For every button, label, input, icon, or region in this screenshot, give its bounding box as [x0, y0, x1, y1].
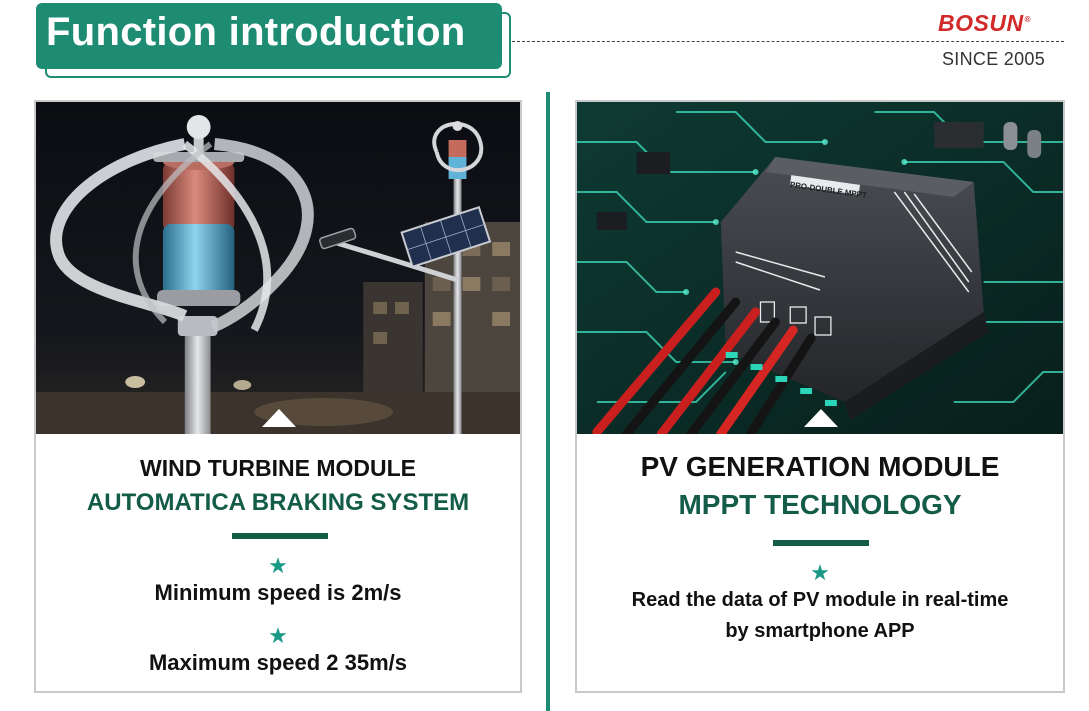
- star-icon: ★: [810, 560, 830, 585]
- star-icon: ★: [268, 623, 288, 648]
- photo-pointer-triangle: [262, 409, 296, 427]
- wind-turbine-illustration: [36, 102, 520, 434]
- pv-module-title: PV GENERATION MODULE: [640, 451, 1000, 482]
- feature-text: by smartphone APP: [725, 620, 915, 642]
- pv-card-text: PV GENERATION MODULE MPPT TECHNOLOGY ★ R…: [577, 434, 1063, 691]
- pv-module-subtitle: MPPT TECHNOLOGY: [678, 489, 962, 520]
- page-title: Function introduction: [46, 10, 466, 54]
- mppt-controller-photo: PRO-DOUBLE MPPT: [577, 102, 1063, 434]
- heading-underline: [232, 533, 328, 539]
- feature-text: Read the data of PV module in real-time: [631, 589, 1009, 611]
- mppt-controller-illustration: PRO-DOUBLE MPPT: [577, 102, 1063, 434]
- wind-module-subtitle: AUTOMATICA BRAKING SYSTEM: [86, 489, 470, 516]
- pv-generation-card: PRO-DOUBLE MPPT: [575, 100, 1065, 693]
- photo-pointer-triangle: [804, 409, 838, 427]
- brand-logo: BOSUN®: [938, 10, 1031, 37]
- header-dashed-divider: [512, 41, 1064, 42]
- since-label: SINCE 2005: [942, 49, 1046, 69]
- wind-module-title: WIND TURBINE MODULE: [140, 455, 416, 481]
- trademark-mark: ®: [1024, 15, 1031, 25]
- brand-name: BOSUN: [938, 10, 1024, 36]
- feature-text: Maximum speed 2 35m/s: [148, 650, 407, 675]
- wind-turbine-card-text: WIND TURBINE MODULE AUTOMATICA BRAKING S…: [36, 434, 520, 691]
- title-badge: [36, 3, 502, 69]
- feature-text: Minimum speed is 2m/s: [154, 580, 402, 605]
- wind-turbine-card: WIND TURBINE MODULE AUTOMATICA BRAKING S…: [34, 100, 522, 693]
- wind-turbine-photo: [36, 102, 520, 434]
- heading-underline: [773, 540, 869, 546]
- center-divider: [546, 92, 550, 711]
- star-icon: ★: [268, 553, 288, 578]
